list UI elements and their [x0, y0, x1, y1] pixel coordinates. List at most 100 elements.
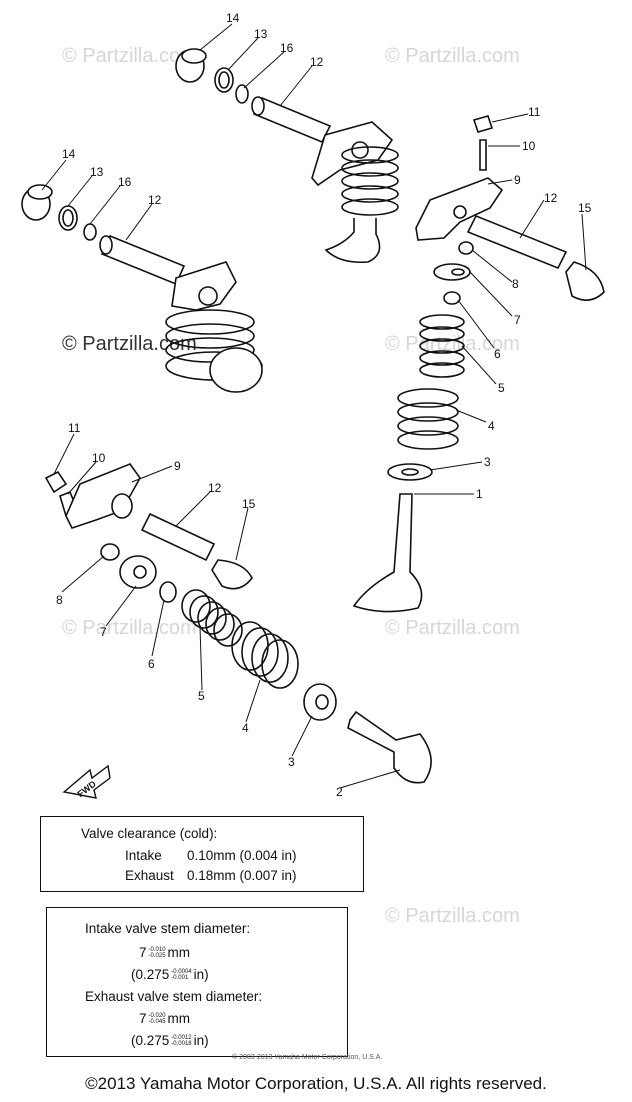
watermark: © Partzilla.com: [62, 45, 197, 67]
adjusting-screw-part: [479, 139, 487, 171]
callout-13-left: 13: [90, 165, 104, 179]
callout-4-right: 4: [488, 419, 495, 433]
valve-cotter-part: [159, 581, 177, 603]
adjusting-nut-part: [472, 115, 494, 133]
callout-10-lower: 10: [92, 451, 106, 465]
callout-16-top: 16: [280, 41, 294, 55]
callout-13-top: 13: [254, 27, 268, 41]
watermark: © Partzilla.com: [62, 333, 197, 355]
callout-7-right: 7: [514, 313, 521, 327]
o-ring-part: [214, 67, 234, 93]
watermark: © Partzilla.com: [62, 617, 197, 639]
valve-cap-part: [175, 48, 207, 83]
watermark: © Partzilla.com: [385, 617, 520, 639]
callout-12-right: 12: [544, 191, 558, 205]
intake-in-tolerance: -0.0004-0.001: [171, 969, 191, 981]
intake-mm-unit: mm: [167, 945, 191, 960]
callout-5-lower: 5: [198, 689, 205, 703]
shaft-plug-part: [565, 261, 605, 301]
intake-valve-part: [352, 493, 423, 613]
clearance-title: Valve clearance (cold):: [81, 826, 218, 841]
forward-arrow-icon: FWD: [62, 764, 111, 799]
callout-3-right: 3: [484, 455, 491, 469]
tolerance-lower: -0.025: [148, 953, 166, 960]
intake-clearance-value: 0.10mm (0.004 in): [187, 848, 297, 863]
rocker-arm-part: [171, 261, 237, 311]
intake-stem-title: Intake valve stem diameter:: [85, 921, 251, 936]
exhaust-in-tolerance: -0.0012-0.0018: [171, 1035, 191, 1047]
tiny-copyright: © 2003-2013 Yamaha Motor Corporation, U.…: [232, 1054, 383, 1061]
valve-cap-insert-part: [100, 543, 120, 561]
rocker-shaft-part: [140, 512, 216, 562]
callout-14-top: 14: [226, 11, 240, 25]
rocker-shaft-part: [99, 234, 186, 286]
callout-8-right: 8: [512, 277, 519, 291]
callout-3-lower: 3: [288, 755, 295, 769]
callout-5-right: 5: [498, 381, 505, 395]
intake-mm-tolerance: -0.010-0.025: [149, 947, 166, 959]
valve-spring-part: [165, 309, 263, 393]
intake-label: Intake: [125, 848, 162, 863]
exhaust-valve-part: [347, 710, 432, 784]
valve-cap-insert-part: [458, 241, 474, 255]
watermark: © Partzilla.com: [385, 333, 520, 355]
exhaust-stem-title: Exhaust valve stem diameter:: [85, 989, 263, 1004]
footer-copyright: ©2013 Yamaha Motor Corporation, U.S.A. A…: [85, 1074, 547, 1093]
callout-12-lower: 12: [208, 481, 222, 495]
callout-9-right: 9: [514, 173, 521, 187]
intake-mm-base: 7: [139, 945, 147, 960]
tolerance-upper: -0.0012: [171, 1035, 192, 1042]
valve-cap-part: [21, 184, 53, 221]
seal-ring-part: [83, 223, 97, 241]
valve-stem-diameter-box: Intake valve stem diameter: 7-0.010-0.02…: [46, 907, 348, 1057]
inner-valve-spring-part: [419, 314, 465, 378]
callout-15-right: 15: [578, 201, 592, 215]
callout-6-lower: 6: [148, 657, 155, 671]
callouts: 14 13 16 12 11 10 9 12 15 14 13 16 12 8 …: [56, 11, 592, 799]
rocker-shaft-part: [251, 96, 332, 144]
exhaust-mm-unit: mm: [167, 1011, 191, 1026]
seal-ring-part: [235, 84, 249, 104]
callout-11-right: 11: [528, 105, 541, 119]
spring-seat-part: [387, 463, 433, 481]
tolerance-upper: -0.010: [148, 947, 166, 954]
rocker-arm-part: [311, 121, 394, 187]
callout-11-lower: 11: [68, 421, 81, 435]
spring-seat-part: [303, 683, 337, 721]
shaft-plug-part: [211, 559, 253, 590]
callout-9-lower: 9: [174, 459, 181, 473]
valve-cotter-part: [443, 291, 461, 305]
watermark: © Partzilla.com: [385, 45, 520, 67]
valve-spring-part: [324, 146, 399, 264]
callout-14-left: 14: [62, 147, 76, 161]
o-ring-part: [58, 205, 78, 231]
intake-in-open: (0.275: [131, 967, 170, 982]
callout-4-lower: 4: [242, 721, 249, 735]
callout-1-right: 1: [476, 487, 483, 501]
callout-10-right: 10: [522, 139, 536, 153]
tolerance-lower: -0.0018: [171, 1041, 192, 1048]
exhaust-mm-tolerance: -0.020-0.045: [149, 1013, 166, 1025]
tolerance-upper: -0.0004: [171, 969, 192, 976]
callout-15-lower: 15: [242, 497, 256, 511]
rocker-shaft-part: [466, 214, 568, 270]
exhaust-clearance-value: 0.18mm (0.007 in): [187, 868, 297, 883]
intake-in-close: in): [193, 967, 209, 982]
exhaust-in-close: in): [193, 1033, 209, 1048]
exhaust-mm-base: 7: [139, 1011, 147, 1026]
tolerance-upper: -0.020: [148, 1013, 166, 1020]
adjusting-nut-part: [44, 470, 68, 494]
watermark: © Partzilla.com: [385, 905, 520, 927]
callout-2-lower: 2: [336, 785, 343, 799]
outer-valve-spring-part: [397, 388, 459, 450]
callout-16-left: 16: [118, 175, 132, 189]
exhaust-in-open: (0.275: [131, 1033, 170, 1048]
inner-valve-spring-part: [181, 589, 243, 647]
callout-12-top: 12: [310, 55, 324, 69]
valve-clearance-box: Valve clearance (cold): Intake 0.10mm (0…: [40, 816, 364, 892]
